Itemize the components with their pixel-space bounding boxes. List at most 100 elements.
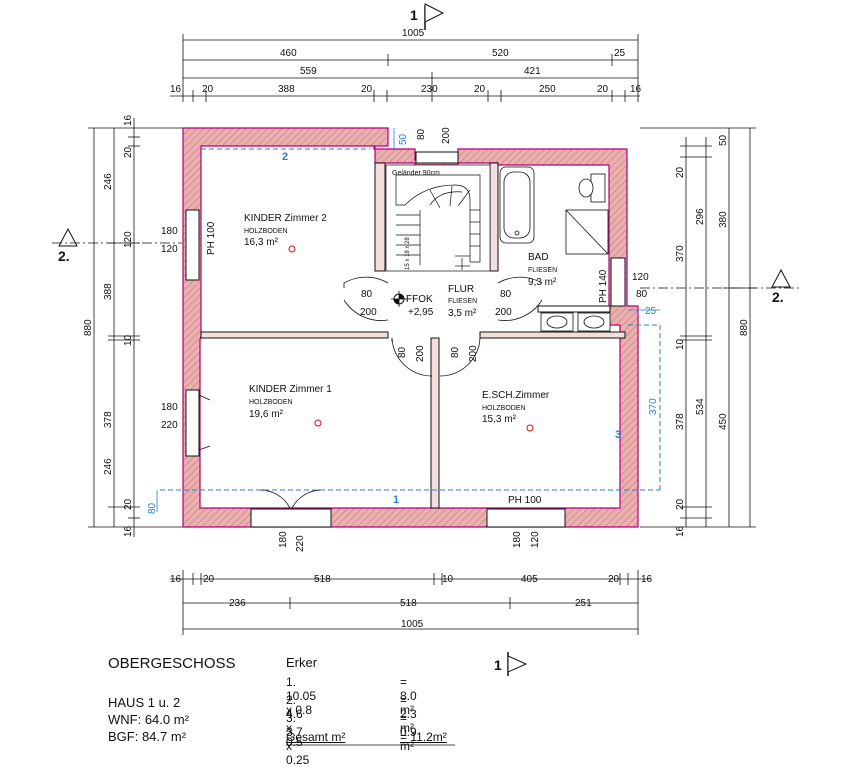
right-dimensions <box>640 127 756 528</box>
room-area: 9,3 m² <box>528 277 557 288</box>
stair-railing-label: Geländer 90cm <box>392 170 440 177</box>
door-k2-b: 200 <box>360 307 377 318</box>
house-label: HAUS 1 u. 2 <box>108 695 181 710</box>
right-dim-20a: 20 <box>675 166 686 178</box>
left-dim-246a: 246 <box>103 173 114 190</box>
right-dim-370a: 370 <box>675 245 686 262</box>
windows <box>185 151 626 528</box>
door-swings <box>198 276 543 509</box>
bottom-dim-10: 10 <box>442 574 454 585</box>
room-floor: FLIESEN <box>528 267 557 274</box>
bottom-dim-overall: 1005 <box>401 619 424 630</box>
top-dim-overall: 1005 <box>402 28 425 39</box>
top-dim-16b: 16 <box>630 84 642 95</box>
bottom-dim-405: 405 <box>521 574 538 585</box>
erker-total: Gesamt m² = 11.2m² <box>286 730 447 744</box>
bottom-ph: PH 100 <box>508 495 542 506</box>
ffok-value: +2,95 <box>408 307 434 318</box>
right-dim-534: 534 <box>695 398 706 415</box>
erker-outlines <box>160 148 661 491</box>
bottom-dim-518b: 518 <box>400 598 417 609</box>
top-dimensions <box>170 34 640 102</box>
north-arrow-top: 1 <box>410 3 445 30</box>
top-dim-20c: 20 <box>474 84 486 95</box>
top-dim-20a: 20 <box>202 84 214 95</box>
room-name: KINDER Zimmer 1 <box>249 384 332 395</box>
room-floor: HOLZBODEN <box>244 228 288 235</box>
top-dim-559: 559 <box>300 66 317 77</box>
left-dim-20a: 20 <box>123 146 134 158</box>
top-dim-25: 25 <box>614 48 626 59</box>
k2-window-b: 120 <box>161 244 178 255</box>
bottom-dim-16a: 16 <box>170 574 182 585</box>
room-name: FLUR <box>448 284 474 295</box>
right-dim-380: 380 <box>718 211 729 228</box>
erker-calc: 1. 10.05 x 0.8 <box>286 675 317 717</box>
top-dim-388: 388 <box>278 84 295 95</box>
room-floor: HOLZBODEN <box>482 405 526 412</box>
k2-window-ph: PH 100 <box>206 221 217 255</box>
bottom-win1-a: 180 <box>278 531 289 548</box>
room-name: BAD <box>528 252 549 263</box>
erker-result: = 2.3 m² <box>400 693 417 735</box>
left-dim-880: 880 <box>83 319 94 336</box>
bottom-dim-20a: 20 <box>203 574 215 585</box>
erker-result: = 8.0 m² <box>400 675 417 717</box>
left-dim-16a: 16 <box>123 114 134 126</box>
erker-marker-2: 2 <box>282 151 288 163</box>
top-dim-20d: 20 <box>597 84 609 95</box>
right-dim-378: 378 <box>675 413 686 430</box>
top-dim-20b: 20 <box>361 84 373 95</box>
floor-title: OBERGESCHOSS <box>108 655 236 672</box>
staircase <box>385 164 491 272</box>
k2-window-a: 180 <box>161 226 178 237</box>
right-dim-50: 50 <box>718 134 729 146</box>
socket-icon <box>288 245 296 253</box>
right-dim-880: 880 <box>739 319 750 336</box>
erker-calc: 2. 4.6 x 0.5 <box>286 693 303 749</box>
total-value: = 11.2m² <box>400 730 447 744</box>
bottom-dim-236: 236 <box>229 598 246 609</box>
bottom-dim-16b: 16 <box>641 574 653 585</box>
stair-window-b: 200 <box>441 127 452 144</box>
left-dim-378: 378 <box>103 411 114 428</box>
bad-window-a: 120 <box>632 272 649 283</box>
bathroom-fixtures <box>499 166 611 332</box>
left-dimensions <box>88 118 185 537</box>
bad-window-ph: PH 140 <box>598 269 609 303</box>
room-kinder1: KINDER Zimmer 1 HOLZBODEN 19,6 m² <box>249 384 332 427</box>
room-kinder2: KINDER Zimmer 2 HOLZBODEN 16,3 m² <box>244 213 327 253</box>
left-dim-246b: 246 <box>103 458 114 475</box>
door-k1-a: 80 <box>397 346 408 358</box>
room-name: E.SCH.Zimmer <box>482 390 550 401</box>
left-dim-16b: 16 <box>123 525 134 537</box>
bad-window-b: 80 <box>636 289 648 300</box>
top-dim-520: 520 <box>492 48 509 59</box>
floor-plan: 1 1005 460 520 25 559 421 16 20 388 20 2… <box>52 3 800 746</box>
room-floor: FLIESEN <box>448 298 477 305</box>
interior-walls <box>200 162 626 509</box>
door-bad-b: 200 <box>495 307 512 318</box>
north-label-bottom: 1 <box>494 657 502 673</box>
stair-window-a: 80 <box>416 128 427 140</box>
right-dim-450: 450 <box>718 413 729 430</box>
erker-marker-3: 3 <box>615 429 621 441</box>
bottom-dimensions <box>170 570 650 635</box>
erker-title: Erker <box>286 655 318 670</box>
ffok-label: FFOK <box>406 294 433 305</box>
north-arrow-bottom: 1 <box>494 652 528 676</box>
door-esch-a: 80 <box>450 346 461 358</box>
top-dim-230: 230 <box>421 84 438 95</box>
left-dim-10: 10 <box>123 334 134 346</box>
room-area: 16,3 m² <box>244 237 279 248</box>
room-esch: E.SCH.Zimmer HOLZBODEN 15,3 m² <box>482 390 550 432</box>
bottom-dim-20b: 20 <box>608 574 620 585</box>
k1-window-b: 220 <box>161 420 178 431</box>
right-dim-296: 296 <box>695 208 706 225</box>
bottom-win2-a: 180 <box>512 531 523 548</box>
room-area: 15,3 m² <box>482 414 517 425</box>
room-bad: BAD FLIESEN 9,3 m² <box>528 252 557 288</box>
bottom-dim-518a: 518 <box>314 574 331 585</box>
door-k2-a: 80 <box>361 289 373 300</box>
total-label: Gesamt m² <box>286 730 346 744</box>
